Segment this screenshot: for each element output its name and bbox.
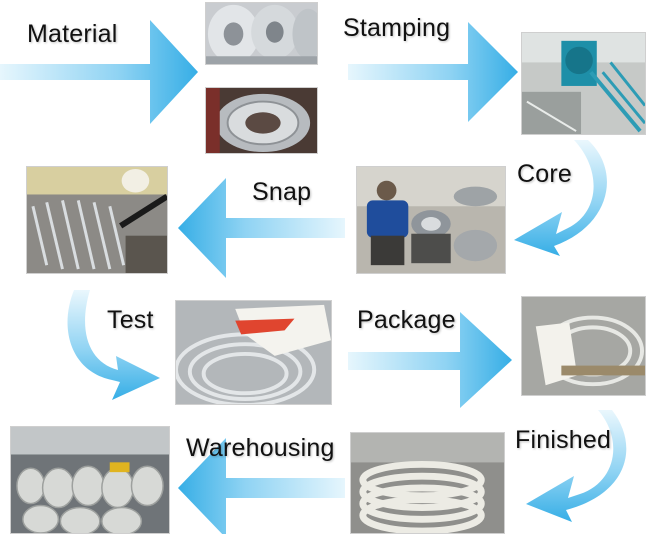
label-warehousing: Warehousing bbox=[186, 434, 335, 462]
label-finished: Finished bbox=[515, 426, 612, 454]
material-wire-photo bbox=[205, 87, 318, 154]
stamping-machine-photo bbox=[521, 32, 646, 135]
material-coils-photo bbox=[205, 2, 318, 65]
label-test: Test bbox=[107, 306, 154, 334]
warehousing-photo bbox=[10, 426, 170, 534]
arrow-material bbox=[0, 20, 198, 124]
label-material: Material bbox=[27, 20, 118, 48]
core-worker-photo bbox=[356, 166, 506, 274]
arrow-snap bbox=[178, 178, 345, 278]
arrow-core bbox=[514, 140, 607, 256]
label-core: Core bbox=[517, 160, 572, 188]
finished-photo bbox=[350, 432, 505, 534]
arrow-warehousing bbox=[178, 438, 345, 534]
arrow-finished bbox=[526, 410, 627, 522]
arrow-stamping bbox=[348, 22, 518, 122]
snap-photo bbox=[26, 166, 168, 274]
arrow-package bbox=[348, 312, 512, 408]
label-snap: Snap bbox=[252, 178, 312, 206]
arrow-test bbox=[67, 290, 160, 400]
label-stamping: Stamping bbox=[343, 14, 451, 42]
package-photo bbox=[521, 296, 646, 396]
test-photo bbox=[175, 300, 332, 405]
label-package: Package bbox=[357, 306, 456, 334]
